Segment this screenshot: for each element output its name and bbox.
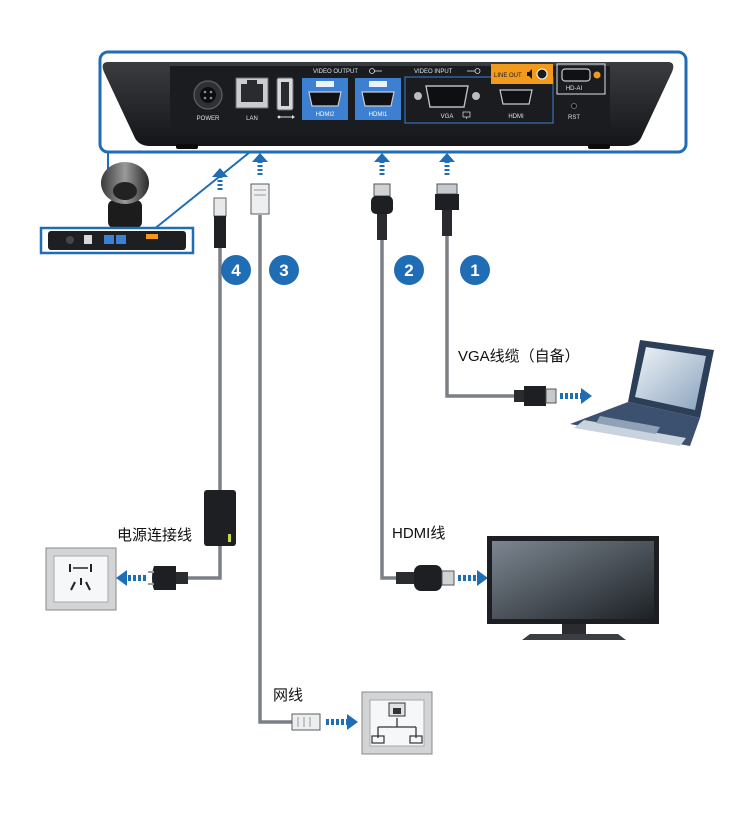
- video-output-connector-icon: [369, 68, 382, 74]
- network-cable-caption: 网线: [273, 687, 303, 704]
- rst-label: RST: [568, 115, 580, 121]
- arrow-vga: [439, 153, 455, 175]
- hdmi2-label: HDMI2: [316, 112, 335, 118]
- cables: [186, 215, 520, 724]
- arrow-to-socket: [116, 570, 146, 586]
- lan-plug-top: [250, 183, 270, 215]
- step-badges: 4 3 2 1: [221, 255, 490, 285]
- input-arrows: [212, 153, 455, 190]
- device-foot-right: [588, 144, 610, 149]
- vga-plug-end: [514, 386, 557, 406]
- step-2-badge: [394, 255, 424, 285]
- step-1-number: 1: [470, 261, 479, 280]
- video-input-label: VIDEO INPUT: [414, 69, 453, 75]
- hdmi-input-label: HDMI: [508, 114, 524, 120]
- lan-cable-line: [258, 215, 294, 724]
- overview-port-blue-1: [104, 235, 114, 244]
- hdmi-input-port[interactable]: [499, 89, 533, 105]
- hdmi2-output-port[interactable]: [302, 78, 348, 120]
- arrow-to-monitor: [458, 570, 488, 586]
- hdmi-cable-line: [380, 240, 398, 580]
- video-input-connector-icon: [467, 68, 481, 74]
- reset-button[interactable]: [571, 103, 577, 109]
- arrow-power: [212, 168, 228, 190]
- monitor-icon: [462, 111, 471, 119]
- vga-label: VGA: [441, 114, 454, 120]
- power-plug-end: [148, 566, 188, 590]
- network-jack-icon: [361, 691, 433, 755]
- power-cable-caption: 电源连接线: [117, 527, 192, 544]
- usb-port[interactable]: [276, 77, 294, 111]
- hdmi1-output-port[interactable]: [355, 78, 401, 120]
- overview-device: [39, 162, 195, 255]
- step-2-number: 2: [404, 261, 413, 280]
- power-adapter-icon: [204, 490, 236, 546]
- monitor-display-icon: [487, 536, 659, 640]
- vga-input-port[interactable]: [414, 85, 480, 108]
- hd-ai-label: HD-AI: [566, 86, 583, 92]
- hdmi-plug-top: [371, 183, 393, 240]
- camera-icon: [101, 162, 149, 228]
- vga-cable-caption: VGA线缆（自备）: [458, 348, 580, 365]
- arrow-to-laptop: [560, 388, 592, 404]
- arrow-hdmi: [374, 153, 390, 175]
- device-rear-panel: POWER LAN VIDEO OUTPUT: [98, 50, 688, 154]
- step-1-badge: [460, 255, 490, 285]
- overview-port-white: [84, 235, 92, 244]
- step-3-badge: [269, 255, 299, 285]
- hdmi-plug-end: [396, 565, 455, 591]
- overview-port-orange: [146, 234, 158, 239]
- step-4-badge: [221, 255, 251, 285]
- overview-port-blue-2: [116, 235, 126, 244]
- arrow-to-network-jack: [326, 714, 358, 730]
- step-4-number: 4: [231, 261, 241, 280]
- video-input-frame: [404, 76, 554, 124]
- hdmi1-label: HDMI1: [369, 112, 388, 118]
- arrow-lan: [252, 153, 268, 175]
- line-out-port[interactable]: [491, 64, 553, 84]
- power-cable-lower: [186, 545, 222, 580]
- power-port[interactable]: [193, 80, 223, 110]
- step-3-number: 3: [279, 261, 288, 280]
- overview-port-power: [66, 236, 74, 244]
- vga-plug-top: [435, 183, 459, 236]
- speaker-icon: [527, 69, 532, 79]
- lan-port[interactable]: [235, 77, 269, 109]
- power-socket-icon: [45, 547, 117, 611]
- lan-plug-end: [291, 713, 321, 731]
- usb-icon: [277, 115, 295, 119]
- vga-cable-line: [445, 236, 520, 398]
- lan-label: LAN: [246, 116, 258, 122]
- line-out-label: LINE OUT: [494, 73, 522, 79]
- video-output-label: VIDEO OUTPUT: [313, 69, 358, 75]
- power-label: POWER: [197, 116, 220, 122]
- laptop-icon: [570, 340, 714, 446]
- device-foot-left: [176, 144, 198, 149]
- power-plug-top: [213, 197, 227, 248]
- hd-ai-port[interactable]: [556, 63, 606, 95]
- hdmi-cable-caption: HDMI线: [392, 525, 445, 542]
